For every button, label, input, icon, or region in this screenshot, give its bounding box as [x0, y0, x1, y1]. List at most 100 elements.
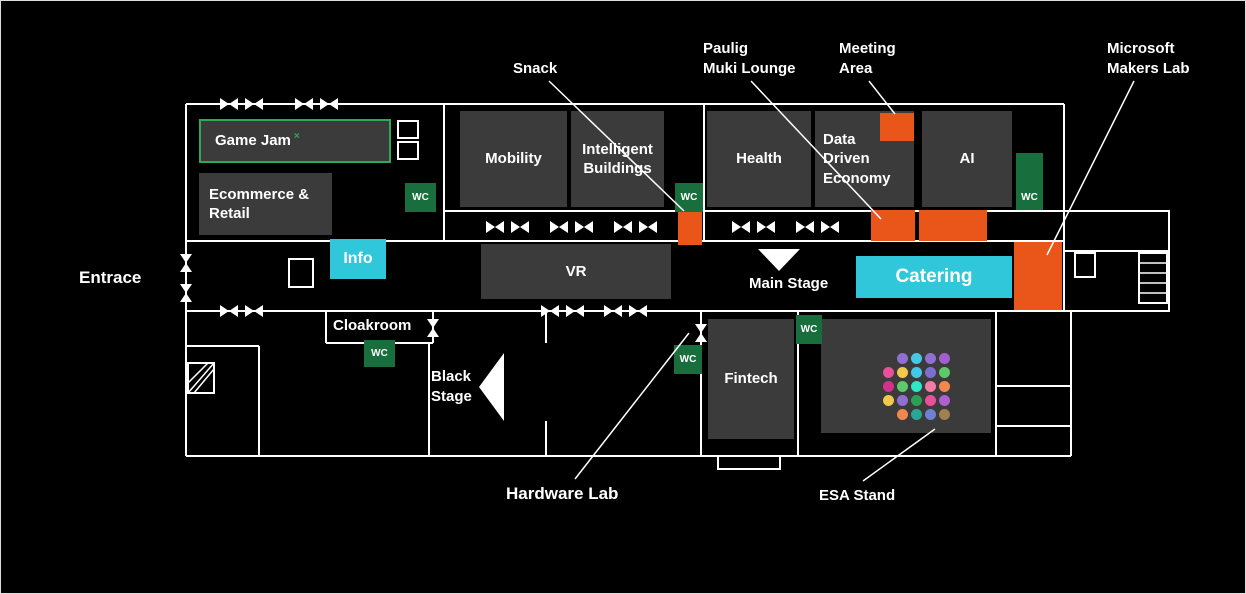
wc-label: WC	[1021, 192, 1038, 203]
room-ai: AI	[922, 111, 1012, 207]
esa-dot	[897, 353, 908, 364]
door-icon	[220, 98, 238, 110]
door-icon	[245, 305, 263, 317]
main-stage-triangle-icon	[758, 249, 800, 271]
snack-block	[678, 209, 702, 245]
esa-dot	[939, 381, 950, 392]
room-game-jam: Game Jam ×	[199, 119, 391, 163]
esa-dot	[897, 409, 908, 420]
esa-dot	[897, 367, 908, 378]
hardware-lab-leader-line	[574, 332, 690, 480]
door-icon	[695, 324, 707, 342]
door-icon	[245, 98, 263, 110]
entrance-label: Entrace	[79, 268, 142, 287]
meeting-area-leader-line	[868, 80, 896, 115]
esa-dot	[911, 409, 922, 420]
meeting-area-callout-label: Meeting Area	[839, 40, 896, 78]
esa-dot	[925, 395, 936, 406]
wc-label: WC	[412, 192, 429, 203]
room-vr: VR	[481, 244, 671, 299]
esa-dot	[911, 367, 922, 378]
room-intelligent-buildings: Intelligent Buildings	[571, 111, 664, 207]
wc-block: WC	[364, 340, 395, 367]
room-mobility-label: Mobility	[485, 150, 542, 168]
black-stage-label: Black Stage	[431, 368, 472, 406]
main-stage-label: Main Stage	[749, 275, 829, 292]
door-icon	[320, 98, 338, 110]
info-label: Info	[343, 250, 373, 267]
room-ai-label: AI	[959, 150, 975, 168]
wc-label: WC	[680, 192, 698, 203]
microsoft-makers-lab-callout-label: Microsoft Makers Lab	[1107, 40, 1190, 78]
esa-dot	[911, 353, 922, 364]
door-icon	[541, 305, 559, 317]
black-stage-triangle-icon	[479, 353, 504, 421]
info-block: Info	[330, 239, 386, 279]
room-ecommerce-retail: Ecommerce & Retail	[199, 173, 332, 235]
door-icon	[575, 221, 593, 233]
room-mobility: Mobility	[460, 111, 567, 207]
esa-dot	[925, 367, 936, 378]
catering-block: Catering	[856, 256, 1012, 298]
door-icon	[732, 221, 750, 233]
esa-dot	[897, 395, 908, 406]
hardware-lab-label: Hardware Lab	[506, 484, 619, 503]
room-vr-label: VR	[565, 262, 587, 280]
esa-dot	[883, 395, 894, 406]
door-icon	[486, 221, 504, 233]
door-icon	[629, 305, 647, 317]
esa-dot	[883, 381, 894, 392]
lounge-block	[919, 210, 987, 241]
meeting-area-block	[880, 113, 914, 141]
room-ecommerce-retail-label: Ecommerce & Retail	[209, 185, 310, 223]
door-icon	[550, 221, 568, 233]
paulig-muki-lounge-block	[871, 210, 915, 241]
catering-label: Catering	[895, 266, 973, 287]
door-icon	[566, 305, 584, 317]
wc-block: WC	[674, 345, 702, 374]
cloakroom-label: Cloakroom	[333, 317, 412, 334]
door-icon	[757, 221, 775, 233]
door-icon	[180, 284, 192, 302]
door-icon	[427, 319, 439, 337]
esa-dot	[911, 395, 922, 406]
room-health: Health	[707, 111, 811, 207]
microsoft-makers-lab-block	[1014, 242, 1062, 310]
snack-callout-label: Snack	[513, 60, 558, 77]
esa-stand-label: ESA Stand	[819, 487, 896, 504]
esa-dot	[897, 381, 908, 392]
wc-label: WC	[800, 324, 818, 335]
game-jam-mark-icon: ×	[293, 131, 300, 142]
room-esa-stand	[821, 319, 991, 433]
esa-dot	[939, 395, 950, 406]
door-icon	[639, 221, 657, 233]
microsoft-leader-line	[1046, 80, 1135, 256]
door-icon	[614, 221, 632, 233]
esa-dot	[883, 367, 894, 378]
room-fintech: Fintech	[708, 319, 794, 439]
wc-block: WC	[1016, 153, 1043, 210]
esa-dot	[939, 353, 950, 364]
room-health-label: Health	[736, 150, 782, 168]
esa-dot	[939, 367, 950, 378]
wc-label: WC	[679, 354, 697, 365]
wc-block: WC	[675, 183, 703, 212]
room-game-jam-label: Game Jam	[215, 132, 291, 150]
esa-dot	[911, 381, 922, 392]
wc-label: WC	[371, 348, 388, 359]
door-icon	[821, 221, 839, 233]
esa-stand-leader-line	[862, 428, 936, 482]
esa-dot	[939, 409, 950, 420]
wc-block: WC	[405, 183, 436, 212]
esa-dot	[925, 353, 936, 364]
door-icon	[604, 305, 622, 317]
door-icon	[511, 221, 529, 233]
esa-dot-grid	[883, 353, 950, 420]
esa-dot	[925, 381, 936, 392]
esa-dot	[925, 409, 936, 420]
wc-block: WC	[796, 315, 822, 344]
door-icon	[796, 221, 814, 233]
room-intelligent-buildings-label: Intelligent Buildings	[582, 140, 653, 178]
door-icon	[220, 305, 238, 317]
